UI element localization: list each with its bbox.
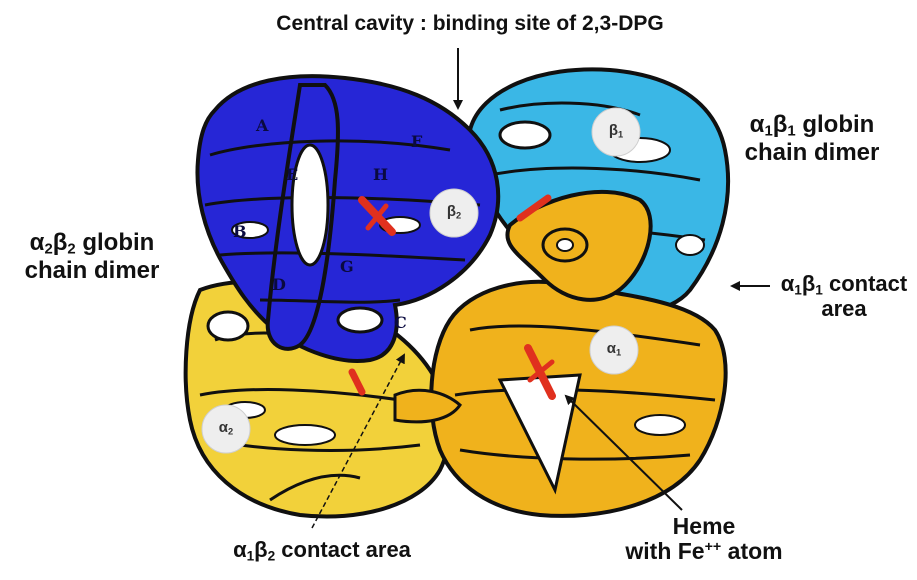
alpha2-bubble-label: α2 — [202, 419, 250, 436]
helix-label-g: G — [340, 257, 354, 276]
helix-label-h: H — [373, 165, 388, 184]
beta2-bubble-label: β2 — [430, 203, 478, 220]
helix-label-d: D — [272, 275, 286, 294]
helix-label-f: F — [411, 132, 422, 151]
helix-label-b: B — [233, 222, 247, 241]
a1b1-dimer-label: α1β1 globin chain dimer — [712, 112, 912, 166]
a2b2-dimer-label: α2β2 globin chain dimer — [0, 230, 184, 284]
alpha1-bubble-label: α1 — [590, 340, 638, 357]
alpha1-body — [431, 282, 725, 516]
a1b1-contact-label: α1β1 contact area — [772, 272, 916, 322]
a1b2-contact-label: α1β2 contact area — [182, 538, 462, 563]
helix-label-a: A — [256, 116, 268, 135]
helix-label-c: C — [394, 313, 407, 332]
beta1-bubble-label: β1 — [592, 122, 640, 139]
beta2-loop-hole — [292, 145, 328, 265]
heme-label: Heme with Fe++ atom — [604, 514, 804, 565]
helix-label-e: E — [286, 165, 298, 184]
central-cavity-label: Central cavity : binding site of 2,3-DPG — [240, 12, 700, 35]
alpha2-loop-hole — [208, 312, 248, 340]
beta1-loop-hole — [500, 122, 550, 148]
